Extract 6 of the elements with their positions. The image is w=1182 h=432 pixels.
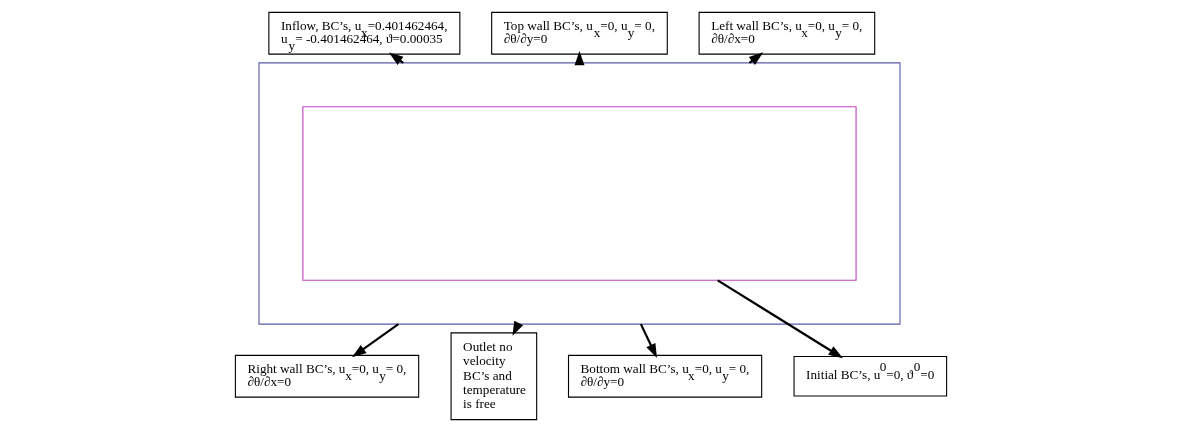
arrow bbox=[717, 279, 843, 359]
node-box: Outlet no velocity BC’s and temperature is free bbox=[450, 332, 538, 421]
cluster bbox=[258, 62, 901, 325]
arrow bbox=[639, 323, 657, 359]
node-box bbox=[302, 106, 857, 281]
arrow bbox=[352, 323, 400, 358]
